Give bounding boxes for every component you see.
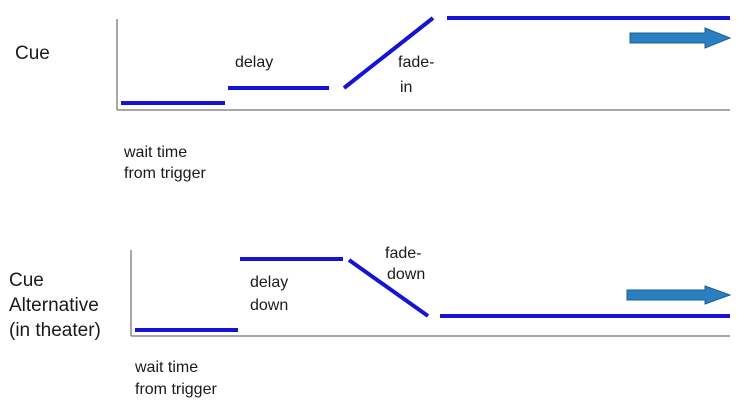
alt-title-line3: (in theater) <box>9 320 101 341</box>
cue-arrow-icon <box>629 27 732 49</box>
alt-title-line1: Cue <box>9 270 44 291</box>
fade-in-label-line1: fade- <box>398 54 435 71</box>
wait-time-label-line1: wait time <box>124 144 188 161</box>
alt-title-line2: Alternative <box>9 295 99 316</box>
fade-down-label-line2: down <box>387 266 426 283</box>
alt-arrow-icon <box>626 285 732 305</box>
cue-title: Cue <box>15 43 50 64</box>
fade-down-label-line1: fade- <box>385 245 422 262</box>
cue-diagram: Cue delay fade- in wait time from trigge… <box>0 0 747 200</box>
delay-down-label-line2: down <box>250 297 289 314</box>
delay-label: delay <box>235 54 274 71</box>
wait-time-label-line2: from trigger <box>124 165 206 182</box>
alt-wait-time-label-line1: wait time <box>135 359 199 376</box>
alt-fade-down-segment <box>347 258 430 318</box>
delay-down-label-line1: delay <box>250 274 289 291</box>
cue-fade-in-segment <box>342 16 435 90</box>
fade-in-label-line2: in <box>400 79 413 96</box>
alt-wait-time-label-line2: from trigger <box>135 381 217 398</box>
